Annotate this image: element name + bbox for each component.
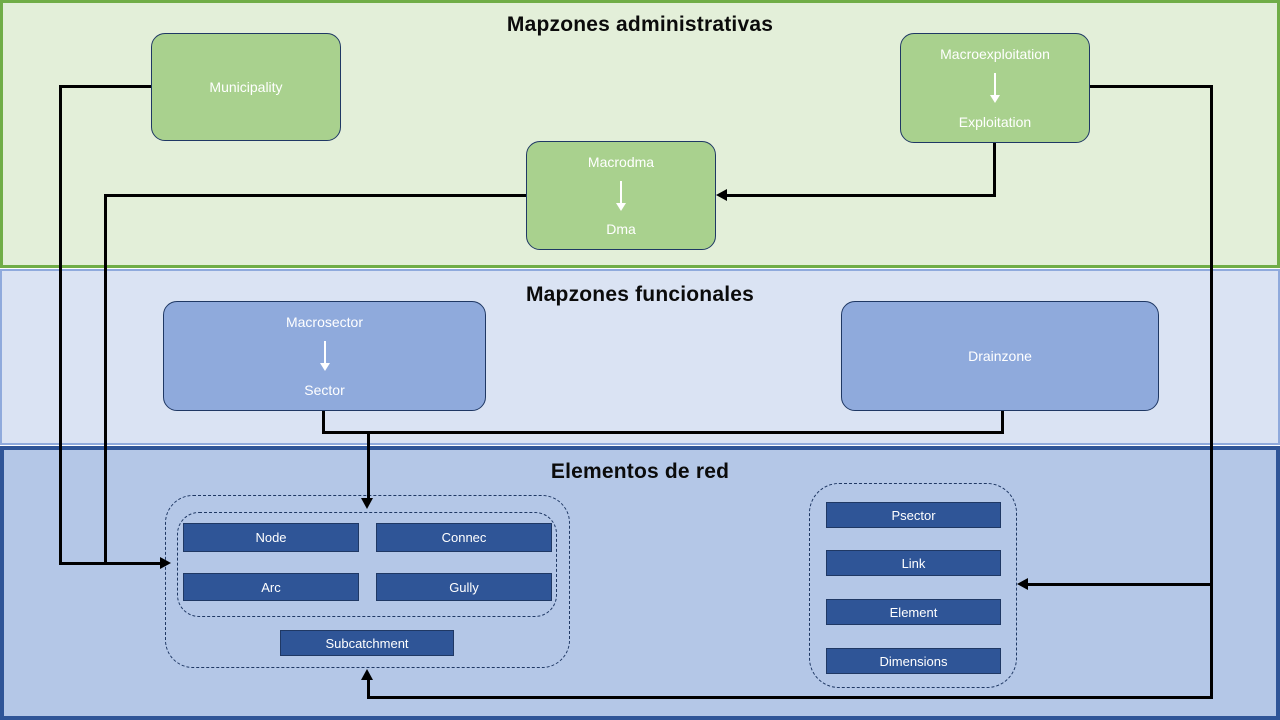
down-arrow-icon bbox=[616, 180, 626, 211]
connector-sector-drop-v bbox=[322, 411, 325, 434]
gully-box: Gully bbox=[376, 573, 552, 601]
connector-drainzone-drop-v bbox=[1001, 411, 1004, 434]
arc-box: Arc bbox=[183, 573, 359, 601]
network-elements-inner-group bbox=[177, 512, 557, 617]
section-title-elementos: Elementos de red bbox=[550, 460, 730, 483]
connector-to-network-group-h bbox=[59, 562, 160, 565]
connector-municipality-h bbox=[59, 85, 151, 88]
psector-label: Psector bbox=[891, 507, 936, 523]
arc-label: Arc bbox=[261, 579, 281, 595]
down-arrow-icon bbox=[990, 73, 1000, 103]
connector-macroexploitation-right-h bbox=[1090, 85, 1212, 88]
subcatchment-label: Subcatchment bbox=[325, 635, 409, 651]
connector-subcatchment-v bbox=[367, 680, 370, 696]
connector-municipality-v bbox=[59, 85, 62, 565]
node-box: Node bbox=[183, 523, 359, 552]
macrodma-label: Macrodma bbox=[587, 154, 655, 170]
arrowhead-into-network-group-icon bbox=[160, 557, 171, 569]
connector-to-inner-group-v bbox=[367, 431, 370, 498]
arrowhead-into-macrodma-icon bbox=[716, 189, 727, 201]
down-arrow-icon bbox=[319, 341, 330, 371]
connec-box: Connec bbox=[376, 523, 552, 552]
macrodma-box: Macrodma Dma bbox=[526, 141, 716, 250]
sector-label: Sector bbox=[304, 382, 345, 398]
link-label: Link bbox=[901, 555, 926, 571]
drainzone-box: Drainzone bbox=[841, 301, 1159, 411]
element-label: Element bbox=[889, 604, 938, 620]
connector-exploitation-drop-v bbox=[993, 143, 996, 197]
drainzone-label: Drainzone bbox=[968, 348, 1032, 364]
element-box: Element bbox=[826, 599, 1001, 625]
connector-macrodma-v bbox=[104, 194, 107, 565]
macrosector-label: Macrosector bbox=[285, 314, 364, 330]
connector-bottom-h bbox=[367, 696, 1213, 699]
arrowhead-into-psector-group-icon bbox=[1017, 578, 1028, 590]
macroexploitation-label: Macroexploitation bbox=[940, 46, 1050, 62]
dimensions-box: Dimensions bbox=[826, 648, 1001, 674]
section-title-administrativas: Mapzones administrativas bbox=[506, 13, 774, 36]
gully-label: Gully bbox=[449, 579, 479, 595]
node-label: Node bbox=[255, 530, 287, 545]
psector-group bbox=[809, 483, 1017, 688]
macrosector-box: Macrosector Sector bbox=[163, 301, 486, 411]
connector-to-psector-group-h bbox=[1028, 583, 1210, 586]
connec-label: Connec bbox=[441, 530, 487, 545]
municipality-label: Municipality bbox=[209, 79, 283, 95]
arrowhead-into-outer-group-icon bbox=[361, 669, 373, 680]
connector-macrodma-h bbox=[104, 194, 526, 197]
municipality-box: Municipality bbox=[151, 33, 341, 141]
connector-right-side-v bbox=[1210, 85, 1213, 699]
arrowhead-into-inner-group-icon bbox=[361, 498, 373, 509]
dimensions-label: Dimensions bbox=[879, 653, 948, 669]
subcatchment-box: Subcatchment bbox=[280, 630, 454, 656]
link-box: Link bbox=[826, 550, 1001, 576]
dma-label: Dma bbox=[606, 221, 636, 237]
section-title-funcionales: Mapzones funcionales bbox=[525, 283, 755, 306]
exploitation-label: Exploitation bbox=[958, 114, 1032, 130]
connector-sector-drainzone-h bbox=[322, 431, 1004, 434]
psector-box: Psector bbox=[826, 502, 1001, 528]
macroexploitation-box: Macroexploitation Exploitation bbox=[900, 33, 1090, 143]
connector-exploitation-to-macrodma-h bbox=[727, 194, 996, 197]
